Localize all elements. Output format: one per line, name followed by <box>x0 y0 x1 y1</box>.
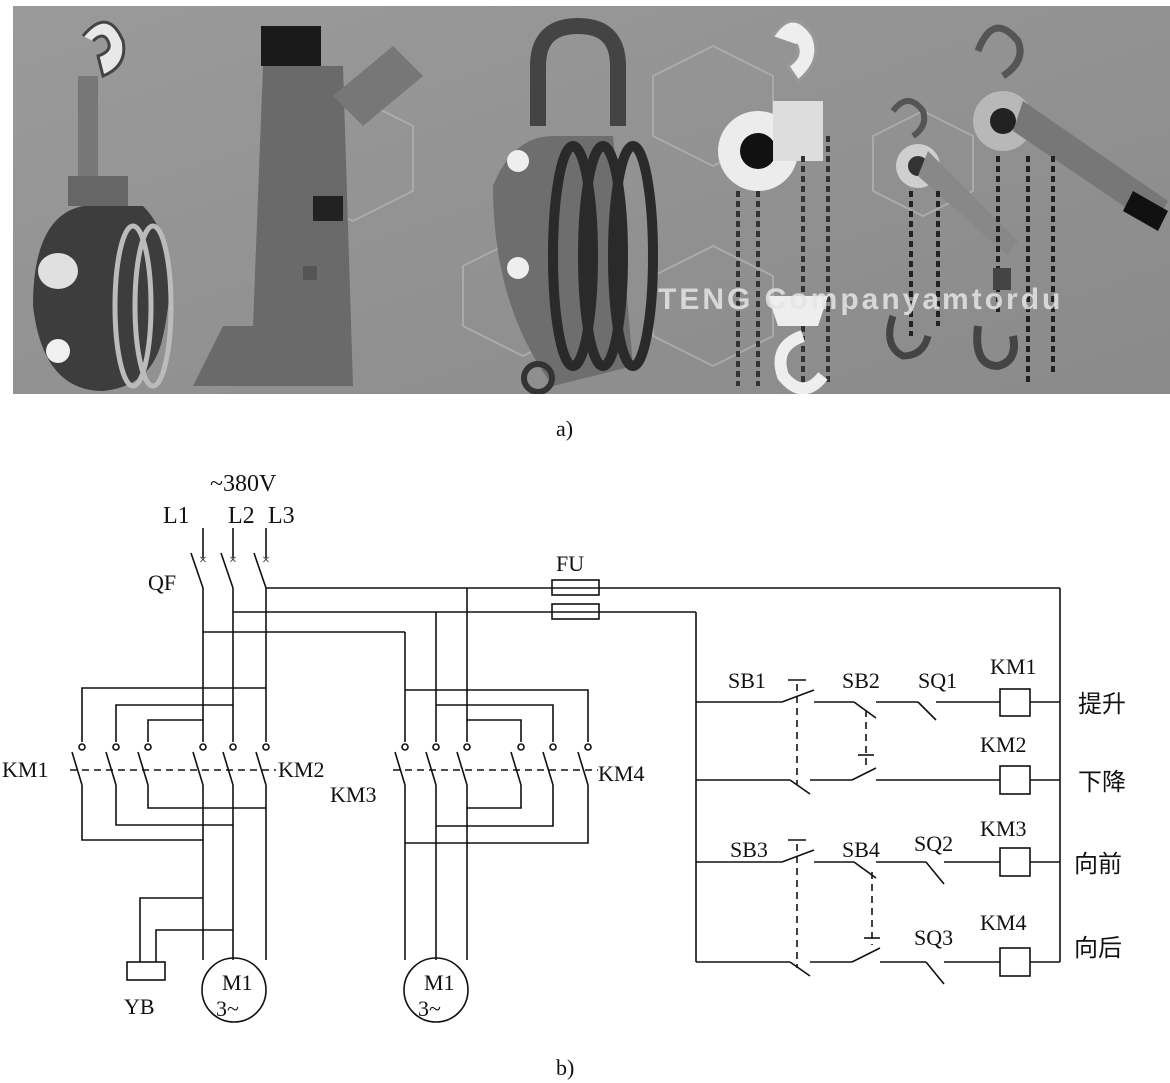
brake-label: YB <box>124 994 155 1019</box>
phase-l3: L3 <box>268 503 295 529</box>
sq1-label: SQ1 <box>918 668 957 693</box>
fuse-label: FU <box>556 551 584 576</box>
phase-l1: L1 <box>163 503 190 529</box>
control-circuit <box>695 588 1061 985</box>
km4-coil-label: KM4 <box>980 910 1026 935</box>
function-backward: 向后 <box>1074 935 1122 962</box>
fuse-fu <box>551 579 600 620</box>
sq2-label: SQ2 <box>914 831 953 856</box>
sq3-label: SQ3 <box>914 925 953 950</box>
sb2-label: SB2 <box>842 668 880 693</box>
lever-hoist-large-photo <box>973 24 1168 386</box>
breaker-qf: × × × <box>190 528 270 589</box>
function-lower: 下降 <box>1078 769 1126 796</box>
sb1-label: SB1 <box>728 668 766 693</box>
svg-text:3~: 3~ <box>418 996 441 1021</box>
svg-text:×: × <box>199 553 207 568</box>
contactor-group-km3-km4 <box>393 689 598 960</box>
km3-power-label: KM3 <box>330 782 376 807</box>
chain-hoist-photo <box>718 19 830 394</box>
breaker-label: QF <box>148 570 176 595</box>
photo-watermark: TENG Companyamtordu <box>658 283 1063 316</box>
contactor-group-km1-km2 <box>70 588 276 960</box>
caption-b: b) <box>556 1055 574 1080</box>
svg-text:×: × <box>262 553 270 568</box>
svg-text:×: × <box>229 553 237 568</box>
supply-voltage: ~380V <box>210 471 277 497</box>
km3-coil-label: KM3 <box>980 816 1026 841</box>
rack-jack-photo <box>193 26 423 386</box>
km1-power-label: KM1 <box>2 757 48 782</box>
sb4-label: SB4 <box>842 837 880 862</box>
triple-pulley-photo <box>493 17 658 394</box>
motor-2: M1 3~ <box>403 957 469 1023</box>
function-forward: 向前 <box>1074 851 1122 878</box>
motor-1: M1 3~ <box>201 957 267 1023</box>
pulley-block-small-photo <box>33 20 174 391</box>
phase-l2: L2 <box>228 503 255 529</box>
svg-text:3~: 3~ <box>216 996 239 1021</box>
brake-yb <box>126 897 233 981</box>
km2-coil-label: KM2 <box>980 732 1026 757</box>
km2-power-label: KM2 <box>278 757 324 782</box>
km4-power-label: KM4 <box>598 761 644 786</box>
caption-a: a) <box>556 416 573 441</box>
svg-text:M1: M1 <box>222 970 253 995</box>
lever-hoist-small-photo <box>886 98 1018 360</box>
km1-coil-label: KM1 <box>990 654 1036 679</box>
function-hoist: 提升 <box>1078 691 1126 718</box>
sb3-label: SB3 <box>730 837 768 862</box>
svg-text:M1: M1 <box>424 970 455 995</box>
hoisting-tools-photo: TENG Companyamtordu <box>13 6 1170 394</box>
